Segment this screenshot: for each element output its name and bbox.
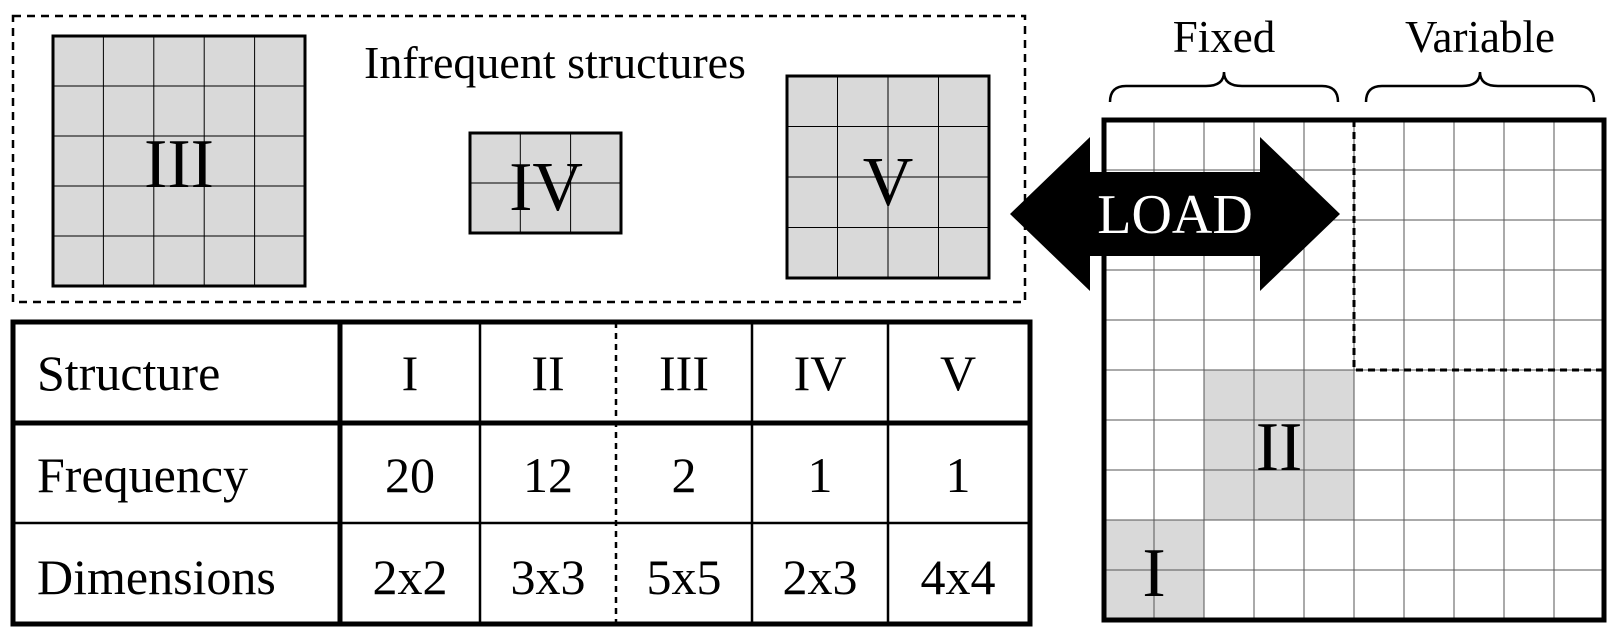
- structure-iii-grid: III: [51, 34, 307, 288]
- table-cell: 5x5: [647, 549, 722, 605]
- structure-iv-grid: IV: [468, 131, 623, 235]
- structure-table: Structure I II III IV V Frequency 20 12 …: [10, 319, 1033, 627]
- table-cell: 2x3: [783, 549, 858, 605]
- table-header-iii: III: [659, 345, 709, 401]
- structure-ii-label: II: [1256, 409, 1303, 486]
- table-header-i: I: [402, 345, 419, 401]
- table-cell: 4x4: [921, 549, 996, 605]
- structure-iii-label: III: [144, 126, 214, 203]
- load-label: LOAD: [1097, 184, 1253, 246]
- fixed-brace: [1108, 71, 1340, 103]
- table-cell: 2: [672, 447, 697, 503]
- structure-v-label: V: [863, 144, 914, 221]
- variable-label: Variable: [1405, 12, 1555, 62]
- table-cell: 20: [385, 447, 435, 503]
- table-header-structure: Structure: [37, 345, 220, 401]
- memory-matrix: II I: [1101, 117, 1607, 623]
- table-cell: 1: [808, 447, 833, 503]
- table-cell: 12: [523, 447, 573, 503]
- table-cell: Dimensions: [37, 549, 276, 605]
- structure-ii-block: [1204, 370, 1354, 520]
- table-row-dimensions: Dimensions 2x2 3x3 5x5 2x3 4x4: [37, 549, 996, 605]
- table-cell: 3x3: [511, 549, 586, 605]
- table-cell: 2x2: [373, 549, 448, 605]
- structure-iv-label: IV: [509, 149, 583, 226]
- variable-brace: [1364, 71, 1596, 103]
- table-header-v: V: [940, 345, 976, 401]
- structure-i-label: I: [1142, 535, 1165, 612]
- table-row-frequency: Frequency 20 12 2 1 1: [37, 447, 971, 503]
- structure-v-grid: V: [785, 74, 991, 280]
- table-header-ii: II: [531, 345, 564, 401]
- table-cell: Frequency: [37, 447, 248, 503]
- load-double-arrow: [1010, 137, 1340, 291]
- fixed-label: Fixed: [1173, 12, 1276, 62]
- infrequent-structures-region: [11, 14, 1027, 304]
- table-cell: 1: [946, 447, 971, 503]
- table-header-iv: IV: [794, 345, 847, 401]
- table-header-row: Structure I II III IV V: [37, 345, 976, 401]
- infrequent-structures-label: Infrequent structures: [364, 37, 746, 88]
